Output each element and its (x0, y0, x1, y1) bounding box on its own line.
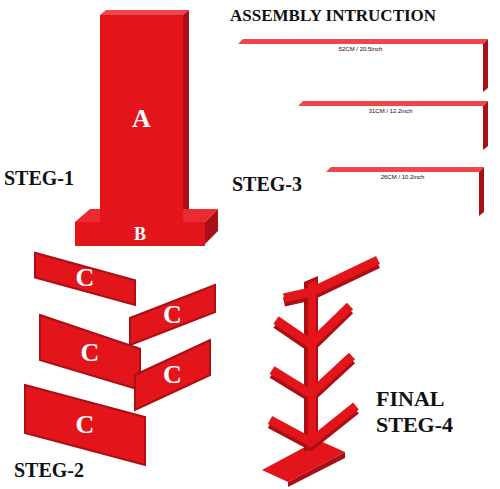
part-letter: C (76, 263, 95, 293)
step-label: STEG-3 (232, 172, 302, 196)
shelf-panel: C (25, 385, 145, 465)
dimension: 26CM / 10.2inch (381, 173, 425, 181)
base-side (205, 209, 218, 244)
title: ASSEMBLY INTRUCTION (230, 6, 436, 26)
part-letter: C (81, 338, 100, 368)
side-panel: A (100, 15, 183, 222)
panel-edge (479, 167, 484, 216)
dimension: 31CM / 12.2inch (369, 107, 413, 115)
panel-edge (238, 39, 488, 44)
shelf-panel: C (135, 340, 210, 410)
shelf-panel: C (130, 285, 215, 345)
part-letter: A (351, 53, 370, 95)
dimension: 52CM / 20.5inch (339, 45, 383, 53)
panel-edge (483, 101, 488, 150)
panel-b: 31CM / 12.2inchB (298, 106, 483, 153)
panel-edge (298, 101, 488, 106)
panel-edge (483, 39, 488, 92)
part-letter: B (382, 115, 399, 153)
part-letter: C (393, 181, 412, 219)
panel-edge (183, 10, 189, 222)
panel-c: 26CM / 10.2inchC (326, 172, 479, 219)
panel-a: 52CM / 20.5inchA (238, 44, 483, 95)
shelf-panel: C (35, 250, 135, 305)
part-letter: C (163, 300, 182, 330)
part-letter: B (134, 224, 146, 244)
shelf-panel: C (40, 315, 140, 390)
finished-shelf (262, 260, 378, 487)
part-letter: A (132, 104, 151, 134)
step-label: STEG-2 (14, 458, 84, 482)
part-letter: C (76, 410, 95, 440)
panel-edge (326, 167, 484, 172)
base-panel: B (75, 222, 205, 246)
step-label: STEG-1 (4, 166, 74, 190)
step-label: FINAL STEG-4 (376, 386, 488, 438)
part-letter: C (163, 360, 182, 390)
